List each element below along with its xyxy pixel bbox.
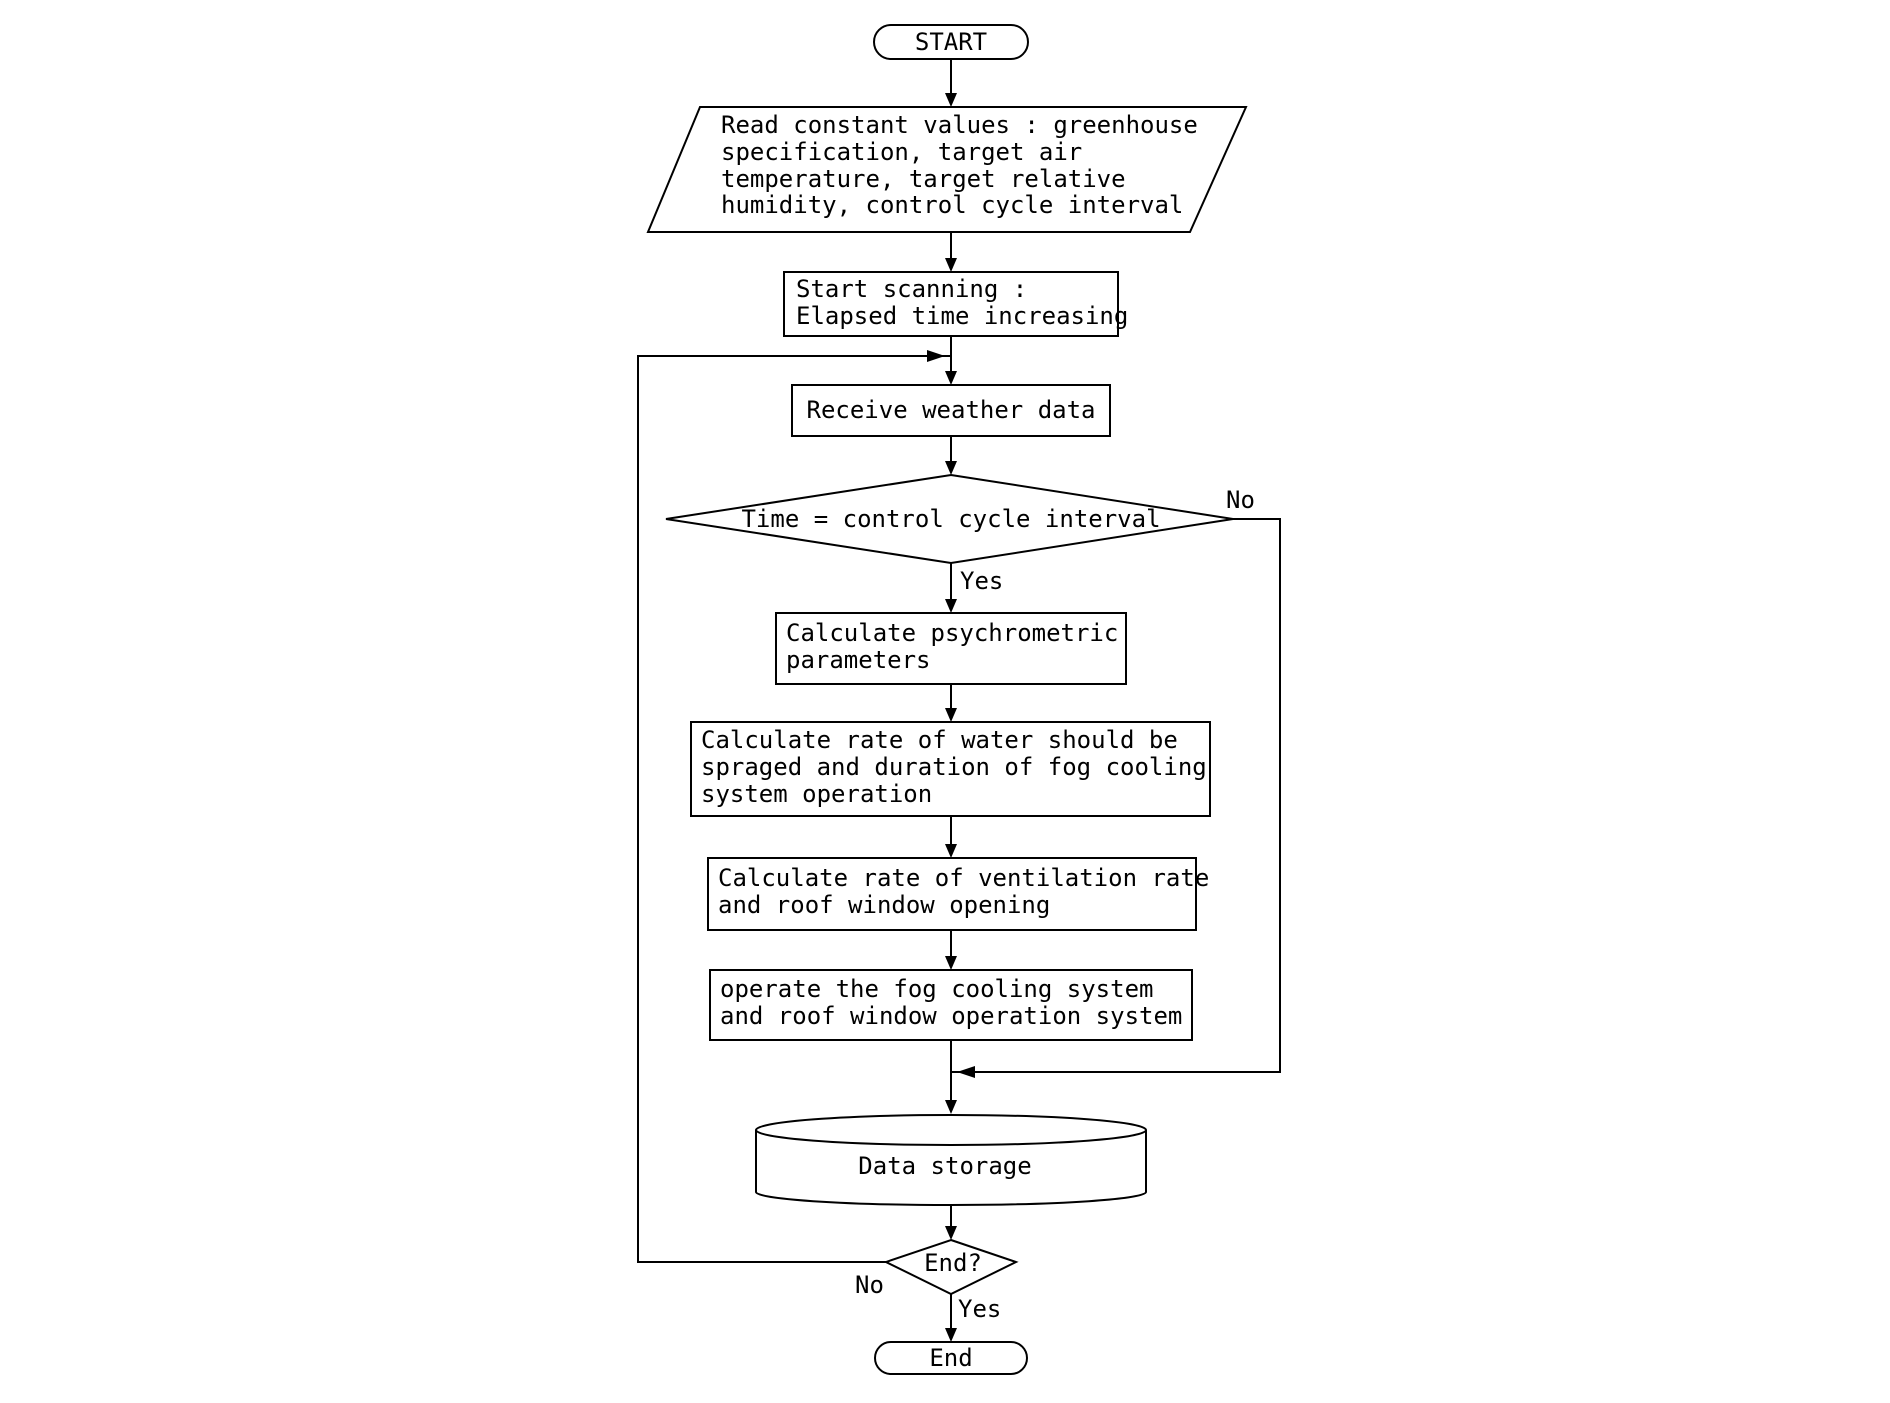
node-time-check: Time = control cycle interval No Yes: [665, 473, 1255, 595]
arrowhead-down: [945, 599, 957, 613]
node-end: End: [874, 1341, 1028, 1375]
end-check-label: End?: [924, 1249, 982, 1277]
start-scanning-line: Start scanning :: [796, 275, 1027, 303]
read-constants-line: temperature, target relative: [721, 165, 1126, 193]
calc-water-rate-line: spraged and duration of fog cooling: [701, 753, 1207, 781]
read-constants-line: humidity, control cycle interval: [721, 191, 1183, 219]
end-terminator: [874, 1341, 1028, 1375]
read-constants-parallelogram: [646, 106, 1248, 233]
start-terminator: [873, 24, 1029, 60]
arrowhead-left: [957, 1066, 975, 1078]
start-label: START: [915, 28, 987, 56]
start-scanning-line: Elapsed time increasing: [796, 302, 1128, 330]
node-receive-weather: Receive weather data: [791, 384, 1111, 437]
end-label: End: [929, 1344, 972, 1372]
end-check-no-label: No: [855, 1271, 884, 1299]
receive-weather-label: Receive weather data: [807, 396, 1096, 424]
time-check-yes-label: Yes: [960, 567, 1003, 595]
edge-endcheck-no-loop: [637, 355, 951, 1263]
end-check-diamond: [883, 1238, 1019, 1296]
arrowhead-down: [945, 1100, 957, 1114]
calc-psychrometric-line: parameters: [786, 646, 931, 674]
node-end-check: End? No Yes: [855, 1238, 1019, 1323]
calc-ventilation-line: Calculate rate of ventilation rate: [718, 864, 1209, 892]
read-constants-line: Read constant values : greenhouse: [721, 111, 1198, 139]
node-calc-water-rate: Calculate rate of water should be sprage…: [690, 721, 1211, 817]
arrowhead-down: [945, 371, 957, 385]
calc-ventilation-box: [707, 857, 1197, 931]
start-scanning-box: [783, 271, 1119, 337]
arrowhead-down: [945, 844, 957, 858]
time-check-label: Time = control cycle interval: [741, 505, 1160, 533]
calc-ventilation-line: and roof window opening: [718, 891, 1050, 919]
arrowhead-down: [945, 708, 957, 722]
calc-water-rate-line: system operation: [701, 780, 932, 808]
arrowhead-down: [945, 1328, 957, 1342]
node-start-scanning: Start scanning : Elapsed time increasing: [783, 271, 1128, 337]
calc-psychrometric-line: Calculate psychrometric: [786, 619, 1118, 647]
operate-fog-line: operate the fog cooling system: [720, 975, 1153, 1003]
end-check-yes-label: Yes: [958, 1295, 1001, 1323]
node-start: START: [873, 24, 1029, 60]
data-storage-cylinder-top: [755, 1114, 1147, 1146]
node-data-storage: Data storage: [755, 1114, 1147, 1206]
arrowhead-down: [945, 1226, 957, 1240]
time-check-no-label: No: [1226, 486, 1255, 514]
operate-fog-line: and roof window operation system: [720, 1002, 1182, 1030]
time-check-diamond: [665, 473, 1234, 565]
arrowheads: [927, 93, 975, 1342]
node-read-constants: Read constant values : greenhouse specif…: [646, 106, 1248, 233]
node-calc-psychrometric: Calculate psychrometric parameters: [775, 612, 1127, 685]
data-storage-cylinder-body: [755, 1130, 1147, 1206]
arrowhead-down: [945, 258, 957, 272]
node-operate-fog: operate the fog cooling system and roof …: [709, 969, 1193, 1041]
arrowhead-right: [927, 350, 945, 362]
arrowhead-down: [945, 93, 957, 107]
node-calc-ventilation: Calculate rate of ventilation rate and r…: [707, 857, 1209, 931]
receive-weather-box: [791, 384, 1111, 437]
connectors: [637, 60, 1281, 1332]
calc-water-rate-line: Calculate rate of water should be: [701, 726, 1178, 754]
read-constants-line: specification, target air: [721, 138, 1082, 166]
operate-fog-box: [709, 969, 1193, 1041]
calc-water-rate-box: [690, 721, 1211, 817]
arrowhead-down: [945, 956, 957, 970]
calc-psychrometric-box: [775, 612, 1127, 685]
arrowhead-down: [945, 461, 957, 475]
edge-timecheck-no-loop: [951, 518, 1281, 1073]
data-storage-label: Data storage: [858, 1152, 1031, 1180]
